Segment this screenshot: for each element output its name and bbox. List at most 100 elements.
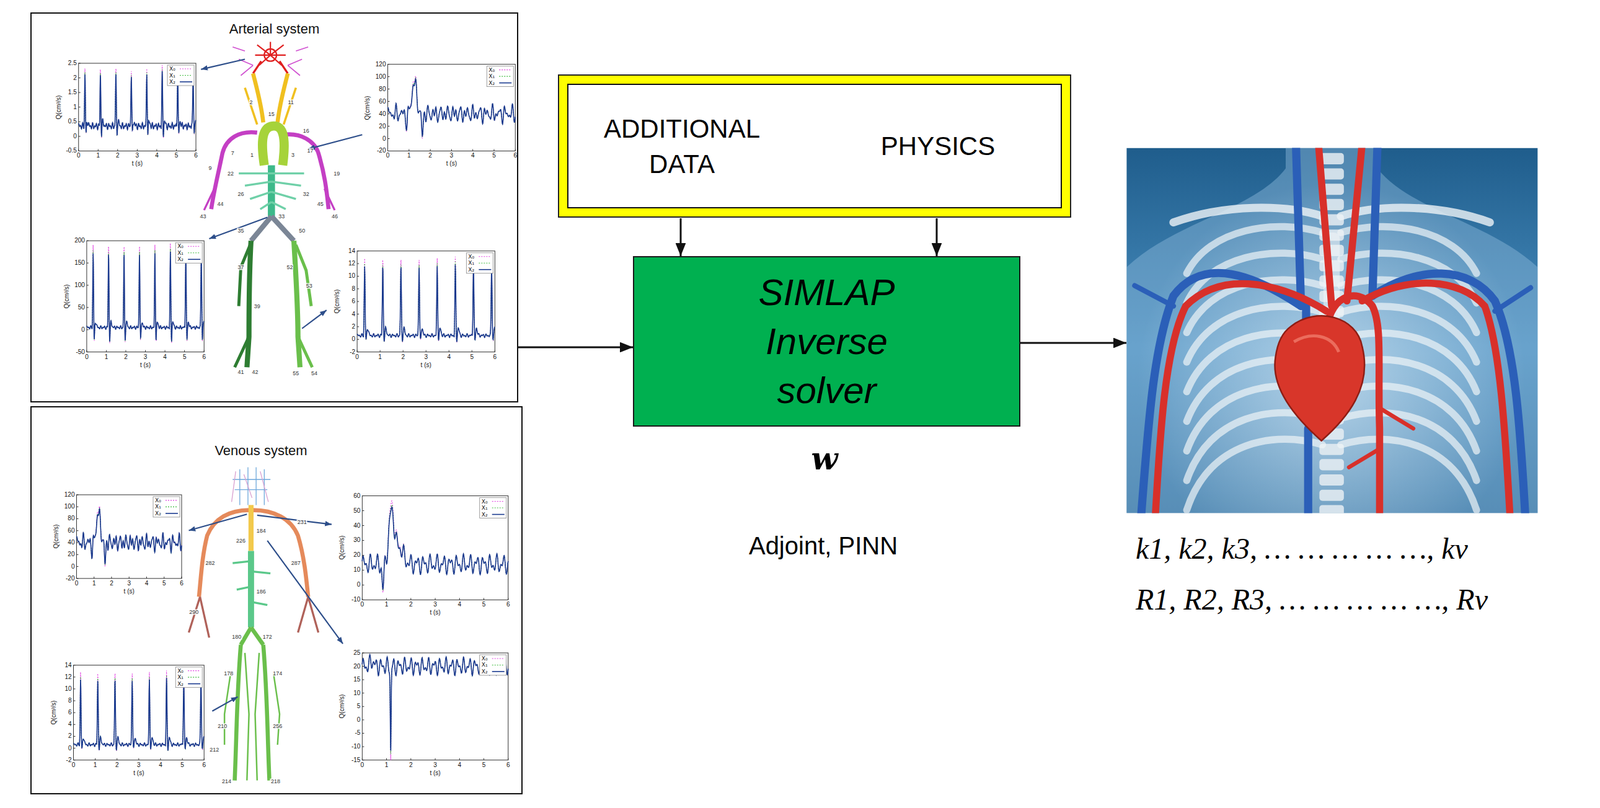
tick-mark [163, 576, 165, 579]
tick-label: 5 [492, 152, 496, 159]
tick-label: 6 [68, 709, 72, 716]
tick-mark [362, 719, 364, 720]
body-illustration: k1, k2, k3, … … … … …, kvR1, R2, R3, … …… [1126, 148, 1546, 629]
legend-label: X₁ [481, 505, 488, 511]
leader-arrow [267, 540, 343, 644]
tick-label: 0 [84, 353, 89, 361]
tick-mark [145, 350, 146, 353]
tick-mark [357, 263, 359, 265]
heart [1293, 335, 1339, 353]
venous-tree [234, 627, 270, 781]
axis-title: t (s) [429, 609, 441, 616]
leader-arrow [189, 513, 248, 531]
tick-label: 4 [352, 311, 356, 318]
tick-label: 2 [409, 601, 413, 608]
tick-mark [73, 676, 76, 677]
axis-title: Q(cm³/s) [334, 289, 341, 314]
tick-label: 25 [353, 649, 361, 656]
tick-label: 3 [127, 580, 131, 587]
venous-tree [231, 471, 269, 502]
tick-label: 6 [506, 601, 511, 608]
tick-mark [73, 758, 74, 761]
legend-label: X₁ [177, 249, 184, 256]
input-box: ADDITIONAL DATAPHYSICS [567, 83, 1062, 209]
tick-label: 5 [182, 353, 187, 361]
tick-mark [357, 339, 359, 340]
solver-box: SIMLAP Inverse solver [632, 256, 1021, 427]
arterial-tree [232, 47, 309, 76]
tick-label: 10 [353, 689, 361, 697]
callout-number: 3 [290, 152, 296, 159]
tick-label: 60 [67, 527, 75, 534]
tick-mark [362, 584, 364, 586]
data-curve [357, 264, 495, 343]
tick-mark [387, 148, 389, 151]
tick-mark [459, 758, 460, 761]
tick-label: 1 [378, 353, 382, 361]
tick-mark [76, 518, 79, 519]
tick-mark [387, 63, 390, 65]
tick-mark [362, 679, 364, 681]
tick-label: -2 [349, 349, 356, 356]
tick-mark [387, 101, 390, 102]
legend-sample [187, 676, 201, 678]
legend-box [486, 66, 514, 87]
tick-mark [387, 76, 390, 77]
tick-label: 4 [154, 152, 159, 159]
leader-arrow [189, 58, 363, 711]
tick-label: 80 [378, 86, 386, 93]
tick-label: 8 [352, 285, 356, 292]
legend-sample [492, 513, 505, 516]
tick-label: 4 [457, 601, 462, 608]
tick-mark [76, 494, 79, 495]
tick-label: 120 [64, 491, 76, 498]
tick-mark [86, 240, 89, 242]
tick-mark [408, 148, 410, 151]
legend-label: X₀ [169, 66, 176, 72]
arterial-tree [252, 61, 288, 74]
tick-label: -10 [351, 743, 361, 750]
tick-label: 30 [353, 536, 361, 544]
callout-number: 55 [291, 370, 300, 377]
tick-label: 0 [360, 761, 365, 769]
tick-label: 12 [348, 260, 356, 267]
callout-number: 184 [256, 527, 267, 534]
tick-mark [357, 313, 359, 315]
data-curve [362, 507, 508, 590]
callout-number: 180 [231, 633, 242, 640]
tick-mark [430, 148, 431, 151]
data-curve [362, 654, 508, 754]
tick-label: 6 [493, 353, 498, 361]
axis-title: Q(cm³/s) [63, 283, 71, 309]
legend-sample [478, 262, 491, 264]
tick-mark [459, 597, 460, 600]
tick-mark [387, 125, 390, 127]
vein [1134, 148, 1531, 514]
legend-sample [179, 68, 193, 69]
tick-label: -20 [376, 147, 386, 154]
leader-arrow [257, 515, 332, 525]
tick-label: 0 [75, 580, 79, 587]
callout-number: 52 [285, 264, 294, 271]
legend-box [175, 667, 203, 688]
tick-label: 40 [67, 539, 75, 546]
legend-sample [187, 683, 201, 685]
legend-label: X₁ [481, 662, 488, 668]
tick-label: 0 [382, 135, 387, 142]
callout-number: 54 [310, 370, 319, 377]
tick-label: 100 [74, 282, 85, 289]
leader-arrow [200, 58, 245, 69]
tick-mark [156, 148, 157, 151]
tick-label: 14 [64, 662, 72, 669]
tick-mark [78, 63, 81, 64]
tick-mark [386, 758, 387, 761]
method-note: Adjoint, PINN [748, 533, 898, 558]
legend-label: X₁ [169, 72, 176, 79]
tick-label: 5 [482, 761, 487, 769]
legend-label: X₂ [169, 79, 176, 85]
tick-mark [106, 350, 107, 353]
leader-arrow [301, 309, 327, 329]
tick-mark [362, 569, 364, 571]
tick-label: 2 [109, 580, 114, 587]
tick-label: 0 [360, 601, 365, 608]
